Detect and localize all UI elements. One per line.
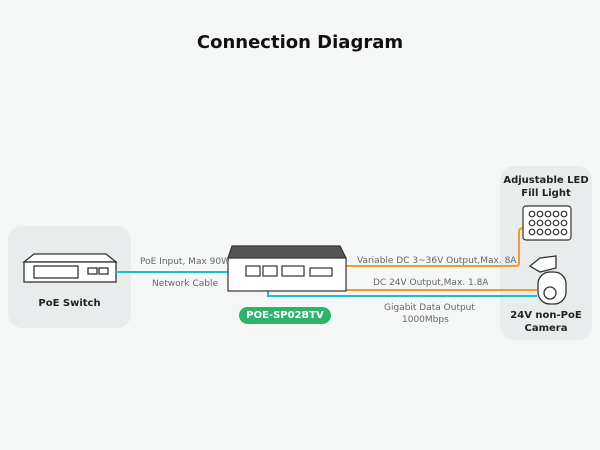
- led-dot: [544, 219, 552, 227]
- data-output-speed: 1000Mbps: [402, 315, 449, 325]
- model-badge: POE-SP02BTV: [239, 307, 331, 324]
- led-dot: [544, 210, 552, 218]
- ptz-camera-icon: [528, 255, 567, 305]
- led-dot: [552, 219, 560, 227]
- poe-input-label: PoE Input, Max 90W: [140, 257, 231, 267]
- led-dot: [528, 219, 536, 227]
- endpoints-card: [500, 166, 592, 340]
- led-dot: [560, 228, 568, 236]
- light-label-1: Adjustable LED: [503, 175, 589, 186]
- poe-splitter-icon: [227, 245, 347, 292]
- switch-label: PoE Switch: [38, 298, 101, 309]
- led-dot: [560, 210, 568, 218]
- data-output-label: Gigabit Data Output: [384, 303, 475, 313]
- network-cable-label: Network Cable: [152, 279, 218, 289]
- led-dot: [560, 219, 568, 227]
- led-dot: [544, 228, 552, 236]
- led-dot: [528, 210, 536, 218]
- poe-switch-icon: [22, 253, 118, 283]
- camera-label-2: Camera: [524, 323, 568, 334]
- led-dot: [536, 210, 544, 218]
- variable-output-label: Variable DC 3~36V Output,Max. 8A: [357, 256, 517, 266]
- led-fill-light-icon: [522, 205, 572, 241]
- led-dot: [528, 228, 536, 236]
- variable-power-cable: [295, 227, 525, 270]
- led-dot: [536, 219, 544, 227]
- dc-output-label: DC 24V Output,Max. 1.8A: [373, 278, 489, 288]
- led-dot: [552, 228, 560, 236]
- page-title: Connection Diagram: [196, 32, 404, 53]
- camera-label-1: 24V non-PoE: [510, 310, 582, 321]
- led-dot: [536, 228, 544, 236]
- led-dot: [552, 210, 560, 218]
- light-label-2: Fill Light: [521, 188, 571, 199]
